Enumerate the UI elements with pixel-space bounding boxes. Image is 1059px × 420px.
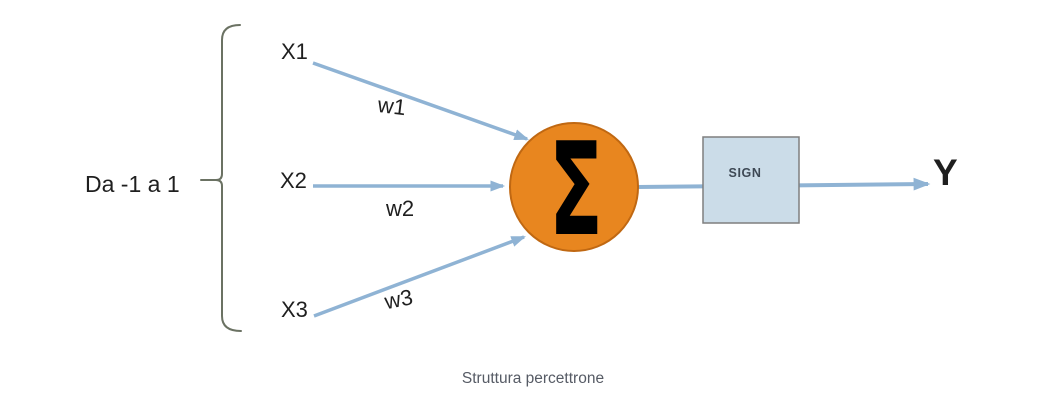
input-label-x3: X3 bbox=[281, 297, 308, 322]
weight-label-w1: w1 bbox=[375, 92, 407, 120]
input-label-x1: X1 bbox=[281, 39, 308, 64]
sign-box bbox=[702, 136, 800, 224]
summation-circle bbox=[509, 122, 639, 252]
range-brace bbox=[200, 24, 242, 332]
diagram-caption: Struttura percettrone bbox=[462, 370, 604, 387]
input-label-x2: X2 bbox=[280, 168, 307, 193]
output-label: Y bbox=[933, 152, 958, 193]
weight-label-w2: w2 bbox=[385, 196, 414, 221]
summation-symbol: Σ bbox=[549, 116, 603, 265]
range-label: Da -1 a 1 bbox=[85, 171, 180, 197]
input-arrow-x3 bbox=[313, 235, 526, 318]
sign-label: SIGN bbox=[729, 166, 762, 180]
input-arrow-x1 bbox=[312, 61, 529, 141]
